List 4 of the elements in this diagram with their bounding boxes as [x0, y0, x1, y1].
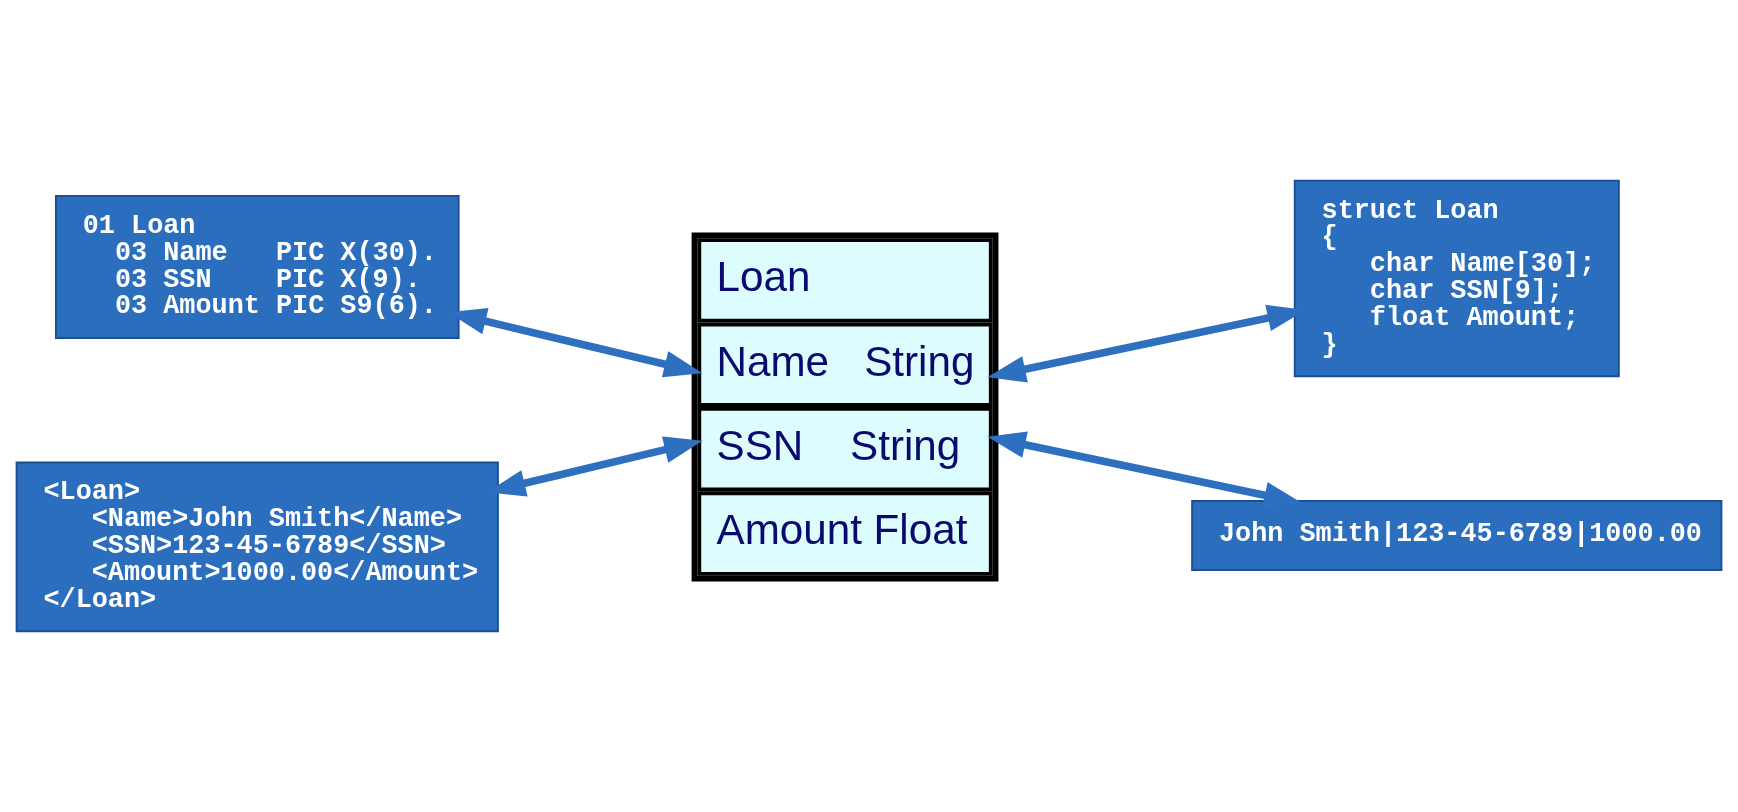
- node-box: 01 Loan 03 Name PIC X(30). 03 SSN PIC X(9). 03 Amount PIC S9(6).: [54, 195, 460, 339]
- node-box: struct Loan { char Name[30]; char SSN[9]; float Amount; }: [1293, 179, 1620, 378]
- node-box: John Smith|123-45-6789|1000.00: [1191, 499, 1723, 571]
- node-box: <Loan> <Name>John Smith</Name> <SSN>123-45-6789</SSN> <Amount>1000.00</Amount> </Loan>: [15, 461, 499, 633]
